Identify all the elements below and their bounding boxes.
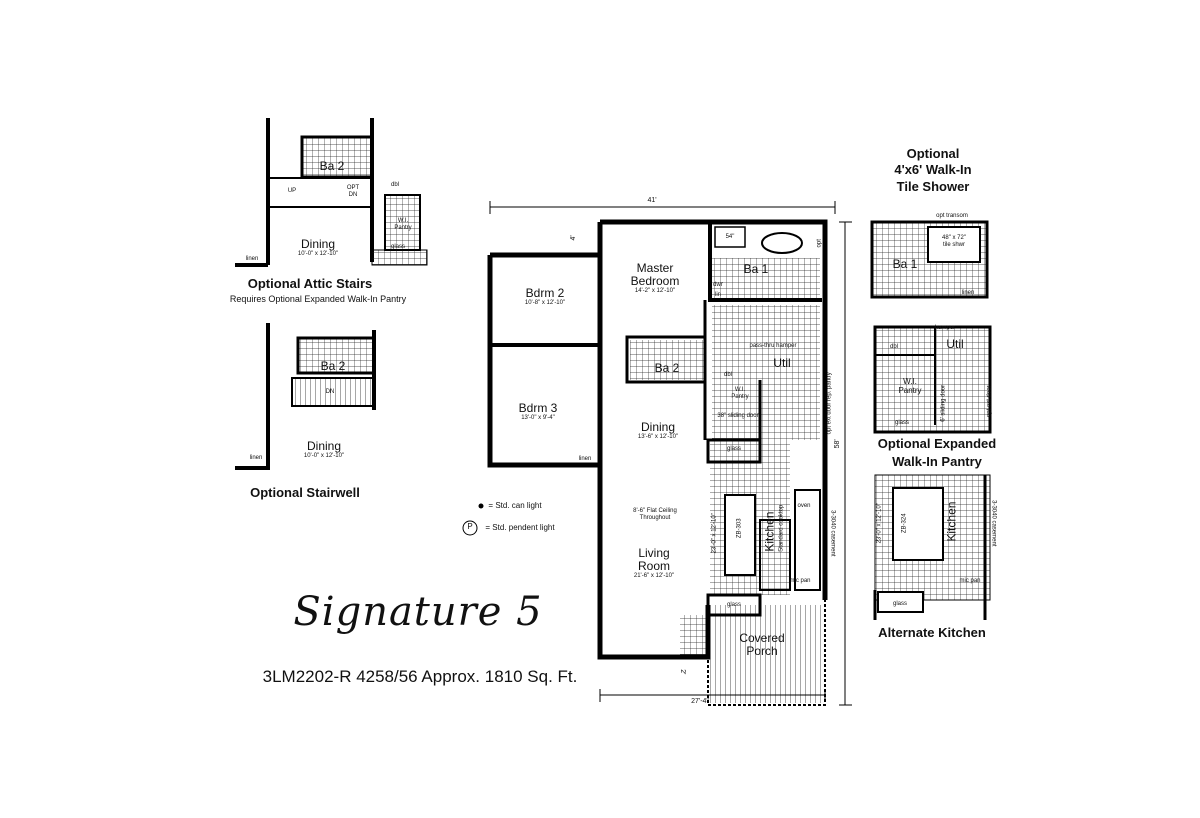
inset-stairwell [235,323,376,470]
altkitchen-label: Kitchen [944,501,959,542]
note-oven: oven [797,503,811,509]
pendant-light-legend-icon [462,520,478,536]
model-line: 3LM2202-R 4258/56 Approx. 1810 Sq. Ft. [262,667,578,686]
attic-glass: glass [390,244,406,250]
inset-alternate-kitchen [873,474,991,620]
pantry-dbl: dbl [889,344,899,350]
dimension-lines [489,201,852,706]
attic-up: UP [287,188,297,194]
note-linen: linen [578,456,592,462]
stairwell-dn: DN [325,389,335,395]
dim-bottom: 27'-4" [691,698,709,705]
attic-dbl: dbl [390,182,400,188]
attic-pantry: W.I. Pantry [394,218,412,231]
note-opt: opt [816,239,823,248]
kitchen-size: 23'-0" x 12'-10" [711,513,718,554]
note-lin: lin [714,292,722,298]
main-walls [487,219,828,706]
note-sliding-door: 38" sliding door [717,413,759,419]
inset-tile-shower [870,220,989,299]
altkitchen-mic-pan: mic pan [959,578,981,584]
altkitchen-caption: Alternate Kitchen [878,625,986,640]
can-light-legend-icon [478,503,484,509]
dim-width: 41' [647,197,657,204]
legend-can-light: = Std. can light [488,501,542,510]
note-dwr: dwr [713,282,723,288]
altkitchen-island: ZB-324 [901,513,908,534]
note-shower: 54" [725,234,735,240]
plan-title: Signature 5 [293,589,543,635]
legend-pendant-symbol: P [467,522,473,531]
attic-linen: linen [245,256,259,262]
room-pantry: W.I.Pantry [731,387,749,400]
attic-opt-dn: OPT DN [346,185,360,198]
tile-areas [630,258,823,703]
note-pass-thru: pass-thru hamper [749,343,797,349]
kitchen-island: ZB-303 [736,518,743,539]
inset-attic-stairs [235,118,428,267]
room-kitchen: Kitchen [762,511,777,552]
note-mic-pan: mic pan [789,578,811,584]
note-opt-ext-door: opt ext door rep. pantry [826,372,833,435]
shower-size: 48" x 72"tile shwr [942,235,966,248]
stairwell-linen: linen [249,455,263,461]
attic-caption: Optional Attic Stairs [247,276,373,291]
shower-ba1: Ba 1 [892,257,918,271]
altkitchen-casement: 3-3040 casement [990,500,997,547]
pantry-glass: glass [894,420,910,426]
altkitchen-size: 23'-0" x 12'-10" [876,503,883,544]
shower-transom: opt transom [936,213,968,219]
pantry-sliding: 6' sliding door [940,384,947,422]
dim-offset-bottom: 2' [678,669,686,675]
note-glass: glass [726,446,742,452]
pantry-hamper: hamper [934,325,956,331]
legend-pendant-light: = Std. pendent light [485,523,555,532]
attic-note: Requires Optional Expanded Walk-In Pantr… [229,294,407,304]
note-casement: 3-3040 casement [829,510,836,557]
shower-linen: linen [961,290,975,296]
pantry-wi: W.I.Pantry [898,377,922,395]
pantry-ext: opt ext door [986,385,993,418]
dim-offset-top: 4' [570,235,578,241]
attic-ba2: Ba 2 [319,159,345,173]
room-ba-2: Ba 2 [654,361,680,375]
inset-expanded-pantry [873,325,992,434]
dim-depth: 58' [834,439,842,449]
stairwell-caption: Optional Stairwell [250,485,360,500]
altkitchen-glass: glass [892,601,908,607]
stairwell-ba2: Ba 2 [320,359,346,373]
room-util: Util [773,356,791,370]
covered-porch-deck [708,605,823,703]
pantry-util: Util [946,337,964,351]
note-glass-2: glass [726,602,742,608]
note-dbl: dbl [723,372,733,378]
room-ba-1: Ba 1 [743,262,769,276]
kitchen-cooktop: Standard cooktop [778,504,785,552]
